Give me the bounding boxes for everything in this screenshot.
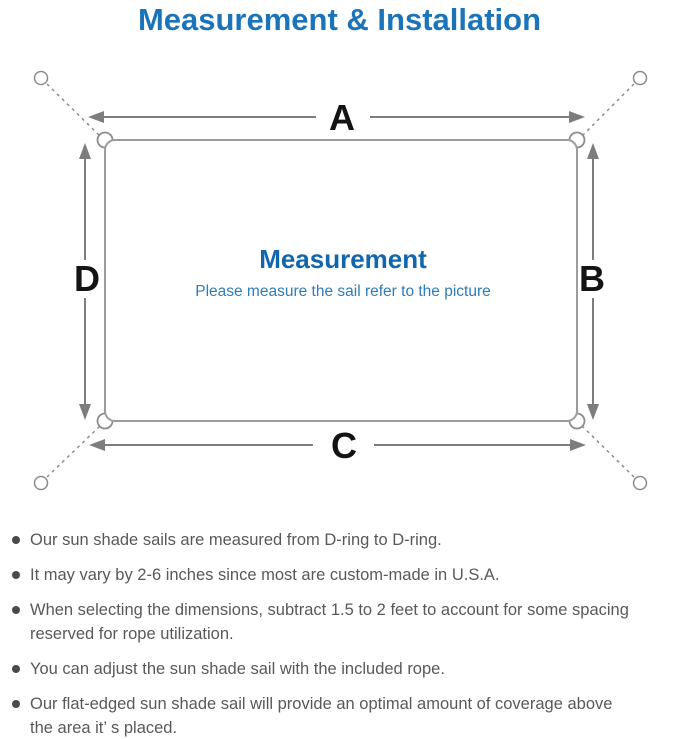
dimension-label-d: D [74,258,100,299]
rope-dashed-top-left [46,83,101,137]
notes-list: Our sun shade sails are measured from D-… [12,528,670,739]
bullet-icon [12,571,20,579]
arrowhead-a-right [569,111,585,123]
note-text: It may vary by 2-6 inches since most are… [30,566,500,584]
arrowhead-b-down [587,404,599,420]
arrowhead-a-left [88,111,104,123]
rope-dashed-top-right [581,83,635,137]
dimension-label-a: A [329,97,355,138]
sail-measurement-diagram: A C D B Measurement Please measure the s… [33,70,648,491]
list-item: It may vary by 2-6 inches since most are… [12,563,670,587]
list-item: Our sun shade sails are measured from D-… [12,528,670,552]
arrowhead-d-up [79,143,91,159]
anchor-circle-bottom-left [33,475,49,491]
note-text: When selecting the dimensions, subtract … [30,601,629,643]
bullet-icon [12,606,20,614]
arrowhead-c-right [570,439,586,451]
rope-dashed-bottom-right [581,425,635,478]
page-title: Measurement & Installation [137,2,542,37]
note-text: Our flat-edged sun shade sail will provi… [30,695,613,737]
arrowhead-d-down [79,404,91,420]
rope-dashed-bottom-left [46,425,101,478]
list-item: Our flat-edged sun shade sail will provi… [12,692,670,739]
dimension-label-b: B [579,258,605,299]
dimension-label-c: C [331,425,357,466]
sail-rectangle [104,139,578,422]
list-item: When selecting the dimensions, subtract … [12,598,670,646]
anchor-circle-top-left [33,70,49,86]
measurement-heading: Measurement [259,244,427,274]
bullet-icon [12,665,20,673]
measurement-subtitle: Please measure the sail refer to the pic… [195,283,491,300]
bullet-icon [12,536,20,544]
note-text: Our sun shade sails are measured from D-… [30,531,442,549]
bullet-icon [12,700,20,708]
list-item: You can adjust the sun shade sail with t… [12,657,670,681]
arrowhead-b-up [587,143,599,159]
arrowhead-c-left [89,439,105,451]
note-text: You can adjust the sun shade sail with t… [30,660,445,678]
anchor-circle-top-right [632,70,648,86]
anchor-circle-bottom-right [632,475,648,491]
